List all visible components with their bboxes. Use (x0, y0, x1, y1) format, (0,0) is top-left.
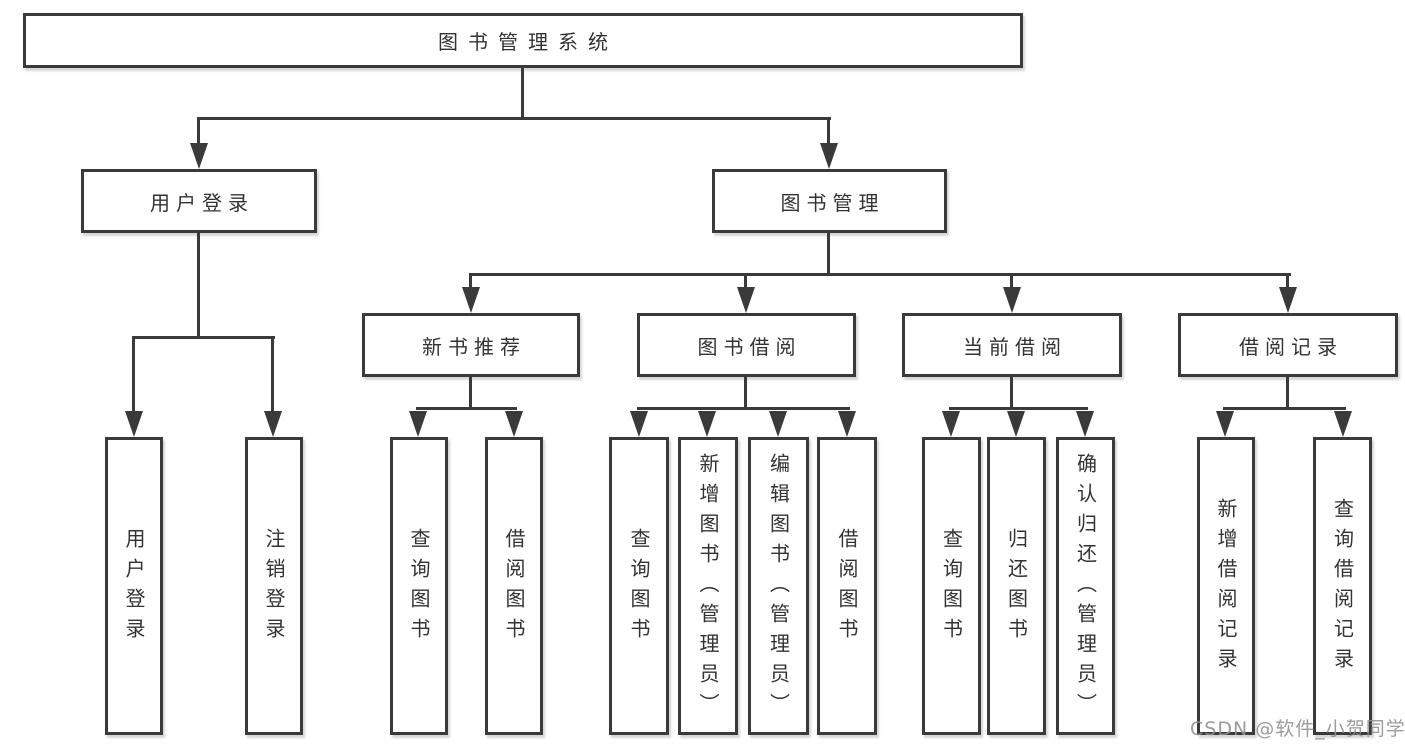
node-new-book-recommend: 新书推荐 (362, 313, 580, 377)
arrowhead-down-icon (838, 411, 856, 437)
connector-line (469, 273, 472, 293)
leaf-borrow-books: 借阅图书 (817, 437, 877, 735)
arrowhead-down-icon (190, 143, 208, 169)
arrowhead-down-icon (125, 411, 143, 437)
node-root-system: 图书管理系统 (23, 13, 1023, 68)
node-current-borrowing: 当前借阅 (902, 313, 1122, 377)
arrowhead-down-icon (698, 411, 716, 437)
connector-line (744, 377, 747, 407)
connector-line (637, 407, 850, 410)
node-book-borrowing: 图书借阅 (637, 313, 856, 377)
connector-line (949, 407, 1088, 410)
leaf-query-books: 查询图书 (390, 437, 448, 735)
arrowhead-down-icon (462, 287, 480, 313)
leaf-query-books: 查询图书 (609, 437, 669, 735)
arrowhead-down-icon (820, 143, 838, 169)
csdn-watermark: CSDN @软件_小贺同学 (1190, 718, 1405, 740)
connector-line (132, 336, 275, 339)
connector-line (1010, 377, 1013, 407)
leaf-confirm-return-admin: 确认归还（管理员） (1056, 437, 1115, 735)
arrowhead-down-icon (264, 411, 282, 437)
leaf-logout: 注销登录 (245, 437, 303, 735)
arrowhead-down-icon (1279, 287, 1297, 313)
connector-line (521, 68, 524, 118)
leaf-query-books: 查询图书 (922, 437, 981, 735)
leaf-add-books-admin: 新增图书（管理员） (678, 437, 738, 735)
arrowhead-down-icon (1076, 411, 1094, 437)
arrowhead-down-icon (769, 411, 787, 437)
arrowhead-down-icon (942, 411, 960, 437)
leaf-return-books: 归还图书 (987, 437, 1046, 735)
arrowhead-down-icon (1216, 411, 1234, 437)
arrowhead-down-icon (1334, 411, 1352, 437)
arrowhead-down-icon (409, 411, 427, 437)
connector-line (744, 273, 747, 293)
connector-line (1286, 377, 1289, 407)
connector-line (197, 233, 200, 336)
connector-line (1010, 273, 1013, 293)
node-book-management-module: 图书管理 (712, 169, 947, 233)
arrowhead-down-icon (1003, 287, 1021, 313)
connector-line (416, 407, 517, 410)
arrowhead-down-icon (1007, 411, 1025, 437)
connector-line (827, 117, 830, 157)
connector-line (132, 336, 135, 416)
connector-line (1223, 407, 1346, 410)
node-borrowing-records: 借阅记录 (1178, 313, 1398, 377)
connector-line (271, 336, 274, 416)
arrowhead-down-icon (630, 411, 648, 437)
connector-line (1286, 273, 1289, 293)
connector-line (827, 233, 830, 273)
leaf-add-borrow-record: 新增借阅记录 (1197, 437, 1255, 735)
connector-line (197, 117, 831, 120)
arrowhead-down-icon (737, 287, 755, 313)
leaf-user-login: 用户登录 (105, 437, 163, 735)
leaf-borrow-books: 借阅图书 (485, 437, 543, 735)
node-user-login-module: 用户登录 (81, 169, 317, 233)
connector-line (197, 117, 200, 157)
connector-line (469, 377, 472, 407)
leaf-edit-books-admin: 编辑图书（管理员） (748, 437, 809, 735)
connector-line (469, 273, 1291, 276)
leaf-query-borrow-record: 查询借阅记录 (1313, 437, 1372, 735)
arrowhead-down-icon (505, 411, 523, 437)
